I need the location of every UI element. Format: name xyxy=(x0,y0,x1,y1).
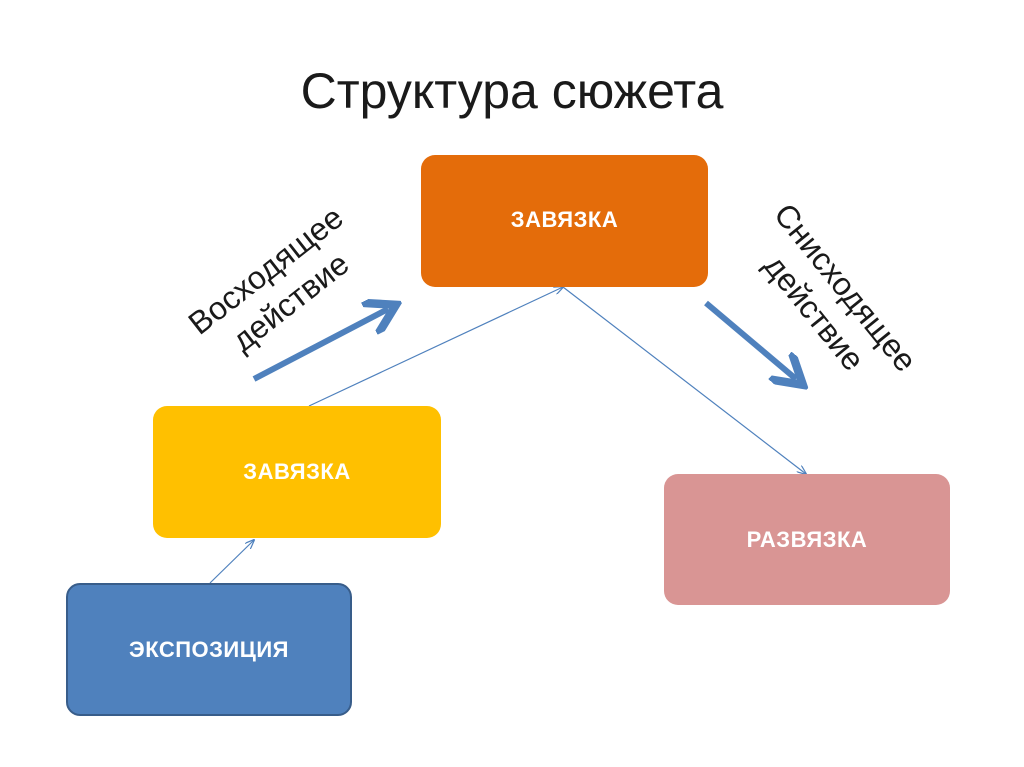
node-resolution: РАЗВЯЗКА xyxy=(664,474,950,605)
node-middle-label: ЗАВЯЗКА xyxy=(243,459,351,484)
connector-middle-to-top xyxy=(308,287,563,407)
node-exposition-label: ЭКСПОЗИЦИЯ xyxy=(129,636,289,662)
node-top-zavyazka: ЗАВЯЗКА xyxy=(421,155,708,287)
falling-arrow-icon xyxy=(704,300,796,379)
slide-title: Структура сюжета xyxy=(300,63,724,119)
node-middle-zavyazka: ЗАВЯЗКА xyxy=(153,406,441,538)
node-resolution-label: РАЗВЯЗКА xyxy=(746,526,868,552)
connector-top-to-resolution xyxy=(562,286,806,474)
connector-exposition-to-middle xyxy=(209,540,254,584)
node-top-label: ЗАВЯЗКА xyxy=(510,207,619,232)
node-exposition: ЭКСПОЗИЦИЯ xyxy=(66,583,352,716)
rising-arrow-icon xyxy=(252,309,388,382)
